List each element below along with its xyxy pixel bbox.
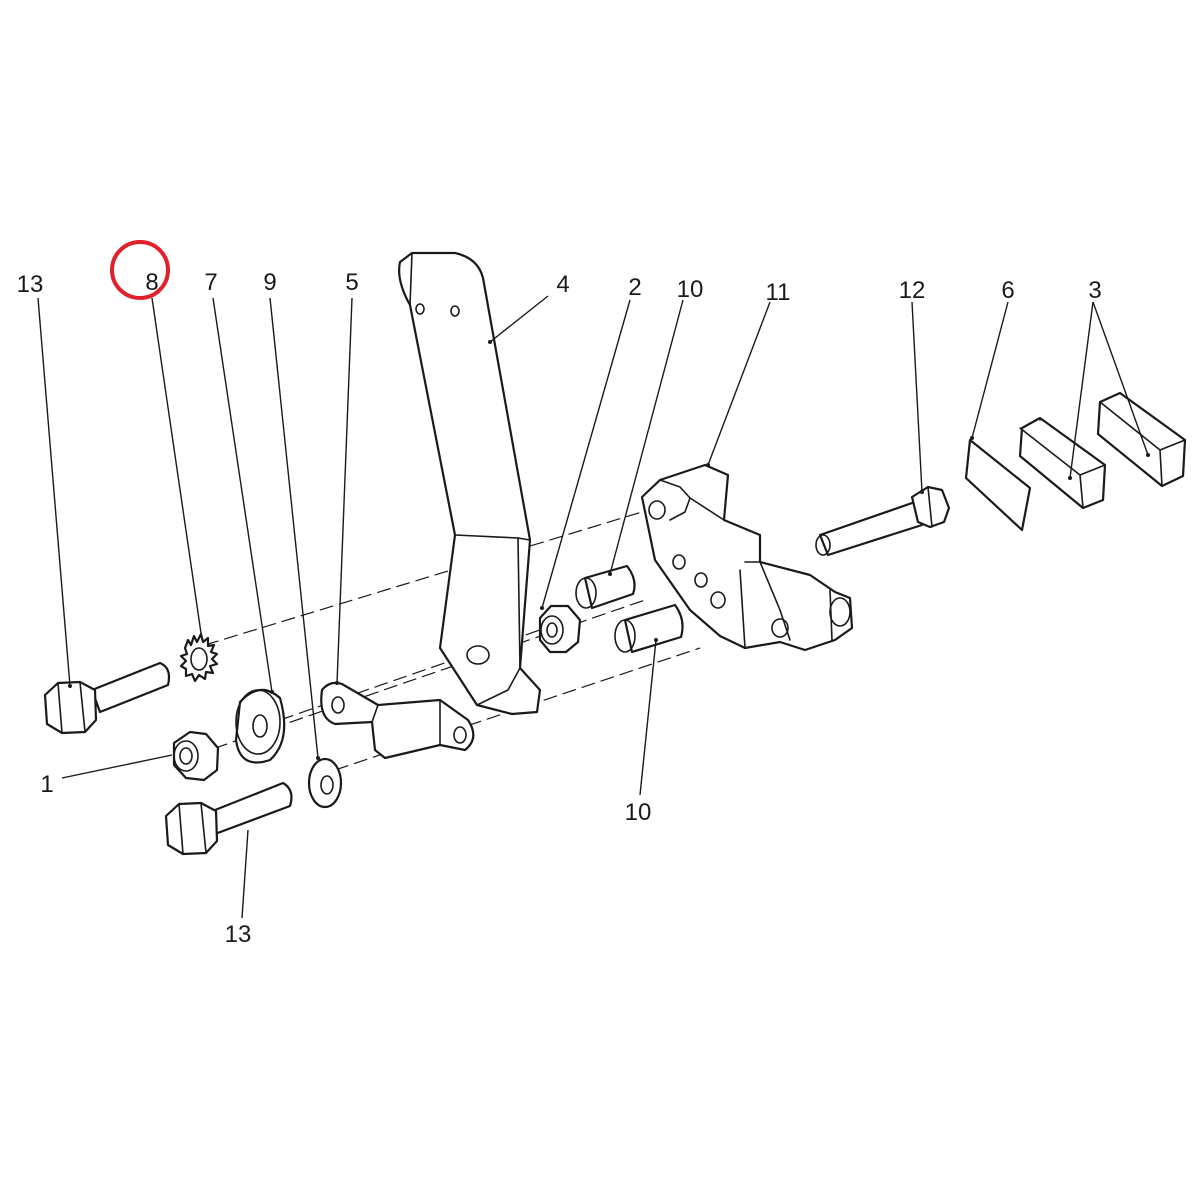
callout-1: 1 (40, 771, 53, 798)
callout-8: 8 (145, 269, 158, 296)
callout-5: 5 (345, 269, 358, 296)
callout-2: 2 (628, 274, 641, 301)
leader-lines (37, 295, 1150, 919)
callout-labels: 13 8 7 9 5 4 2 10 11 12 6 3 10 1 13 (17, 269, 1102, 948)
callout-12: 12 (899, 277, 926, 304)
part-1-lock-nut (172, 730, 220, 782)
part-8-lock-washer (179, 632, 219, 683)
part-4-arm-bracket (398, 251, 542, 716)
callout-10-bottom: 10 (625, 799, 652, 826)
part-5-offset-bracket (320, 681, 475, 760)
part-11-pivot-block (640, 463, 854, 652)
part-10-bushing-upper (575, 564, 636, 610)
part-13-hex-bolt-upper (43, 661, 171, 735)
callout-3: 3 (1088, 277, 1101, 304)
part-9-small-washer (307, 757, 343, 809)
callout-9: 9 (263, 269, 276, 296)
highlight-circle (110, 240, 170, 300)
part-6-plate (964, 438, 1032, 532)
part-10-bushing-lower (614, 603, 684, 654)
callout-6: 6 (1001, 277, 1014, 304)
part-12-pin-bolt (815, 485, 951, 557)
part-3-block-a (1018, 416, 1107, 510)
part-13-hex-bolt-lower (164, 781, 293, 856)
callout-10-top: 10 (677, 276, 704, 303)
callout-13-bottom: 13 (225, 921, 252, 948)
part-7-flat-washer (234, 688, 286, 764)
part-3-block-b (1096, 391, 1187, 488)
callout-13-top: 13 (17, 271, 44, 298)
callout-7: 7 (204, 269, 217, 296)
part-2-hex-nut (538, 604, 582, 654)
callout-4: 4 (556, 271, 569, 298)
callout-11: 11 (766, 279, 791, 306)
